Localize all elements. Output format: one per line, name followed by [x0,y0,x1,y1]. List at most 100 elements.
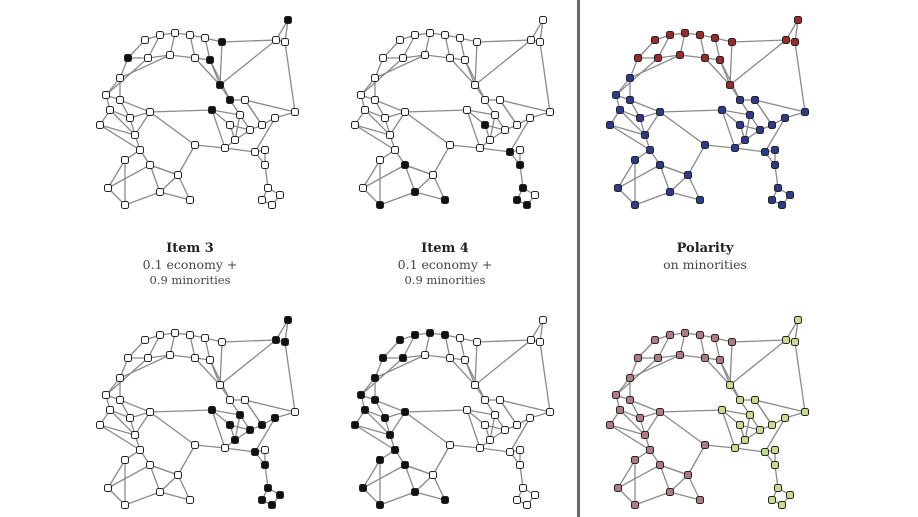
network-node [506,448,514,456]
network-node [461,56,469,64]
network-edge [105,357,149,396]
network-node [614,184,622,192]
network-node [791,38,799,46]
network-node [268,201,276,209]
network-node [456,34,464,42]
network-node [626,74,634,82]
network-node [429,471,437,479]
network-node [396,36,404,44]
network-edge [404,111,451,146]
network-node [768,196,776,204]
network-edge [734,447,766,453]
network-edge [362,164,406,189]
network-node [473,38,481,46]
network-node [612,391,620,399]
network-edge [221,339,277,343]
network-node [782,336,790,344]
network-node [376,501,384,509]
network-node [496,96,504,104]
network-node [206,356,214,364]
network-node [206,56,214,64]
network-edge [464,359,486,401]
network-edge [731,39,787,43]
network-node [401,461,409,469]
network-edge [354,124,396,151]
network-node [271,414,279,422]
panel-item3-top [96,16,299,209]
network-edge [244,99,296,113]
network-node [379,54,387,62]
network-edge [754,399,806,413]
network-node [421,351,429,359]
network-node [381,414,389,422]
network-node [226,396,234,404]
network-node [491,111,499,119]
network-node [121,456,129,464]
network-edge [177,144,196,176]
network-edge [360,57,404,96]
network-edge [617,464,661,489]
network-edge [177,474,191,501]
network-node [261,446,269,454]
network-node [104,184,112,192]
network-node [116,96,124,104]
network-edge [754,99,806,113]
network-edge [659,109,723,113]
network-node [801,408,809,416]
network-edge [754,99,773,126]
network-node [681,29,689,37]
network-edge [362,159,381,189]
network-node [526,414,534,422]
network-node [736,96,744,104]
network-edge [432,144,451,176]
network-node [656,461,664,469]
network-node [361,106,369,114]
network-node [146,108,154,116]
network-node [156,31,164,39]
network-node [261,146,269,154]
network-node [786,491,794,499]
network-edge [244,99,263,126]
network-node [261,161,269,169]
network-node [616,106,624,114]
network-node [236,411,244,419]
network-node [646,446,654,454]
network-node [141,336,149,344]
network-edge [99,424,141,451]
network-node [696,31,704,39]
network-node [718,406,726,414]
network-node [359,184,367,192]
network-edge [374,54,426,79]
network-edge [404,164,434,176]
network-edge [124,491,161,506]
network-node [371,396,379,404]
network-node [641,131,649,139]
network-node [626,374,634,382]
panel-divider [577,0,580,517]
network-node [441,31,449,39]
network-edge [374,99,406,113]
network-edge [209,359,231,401]
network-edge [474,39,532,86]
network-edge [99,424,136,436]
network-node [357,391,365,399]
network-edge [704,144,736,149]
network-edge [669,491,701,501]
network-node [166,351,174,359]
network-node [258,121,266,129]
network-edge [211,409,226,449]
caption-item-4: Item 4 0.1 economy + 0.9 minorities [335,241,555,287]
network-node [291,408,299,416]
network-node [268,501,276,509]
network-node [634,54,642,62]
network-edge [629,99,661,113]
network-node [141,36,149,44]
network-edge [615,57,659,96]
network-node [146,408,154,416]
network-edge [432,444,451,476]
network-edge [149,464,179,476]
network-edge [177,174,191,201]
network-node [411,331,419,339]
network-edge [609,124,651,151]
network-edge [704,57,731,86]
